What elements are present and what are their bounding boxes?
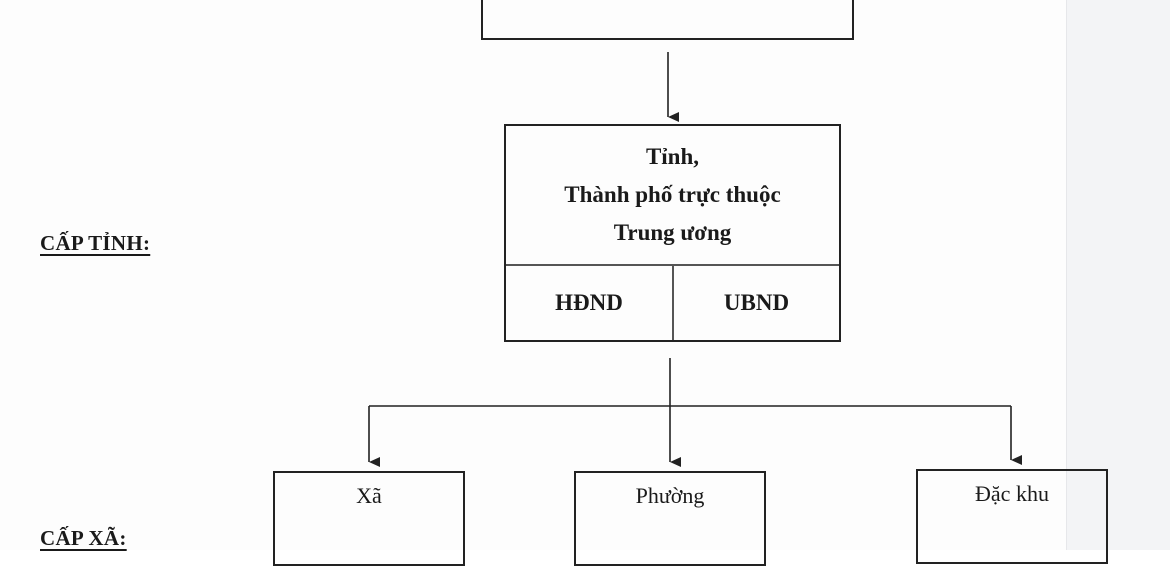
commune-label-dac-khu: Đặc khu — [975, 481, 1049, 506]
commune-box-phuong: Phường — [574, 471, 766, 566]
commune-label-xa: Xã — [356, 483, 382, 508]
commune-level-label: CẤP XÃ: — [40, 526, 127, 550]
central-level-box — [481, 0, 854, 40]
commune-label-phuong: Phường — [635, 483, 705, 508]
province-title-line-1: Tỉnh, — [645, 144, 700, 169]
document-page: Tỉnh, Thành phố trực thuộc Trung ương HĐ… — [40, 0, 1170, 566]
commune-box-xa: Xã — [273, 471, 465, 566]
province-title-line-2: Thành phố trực thuộc — [564, 182, 781, 207]
province-cell-separator — [672, 266, 674, 340]
scan-edge — [1066, 0, 1170, 550]
connector-lines — [368, 52, 1022, 467]
province-title-line-3: Trung ương — [613, 220, 732, 245]
province-divider — [506, 264, 839, 266]
committee-cell: UBND — [723, 290, 790, 315]
province-title: Tỉnh, Thành phố trực thuộc Trung ương — [506, 126, 839, 264]
council-cell: HĐND — [555, 290, 623, 315]
province-level-label: CẤP TỈNH: — [40, 231, 151, 255]
province-box: Tỉnh, Thành phố trực thuộc Trung ương HĐ… — [504, 124, 841, 342]
